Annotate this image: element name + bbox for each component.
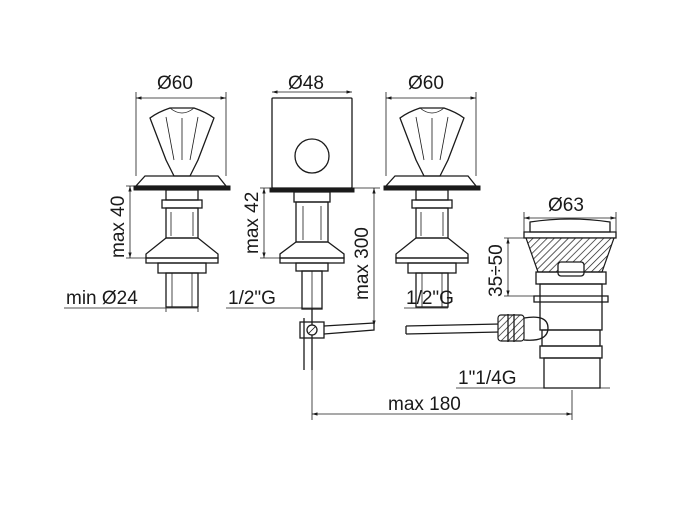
dim-right-diameter	[385, 92, 477, 176]
label-waste-thread: 1"1/4G	[458, 368, 517, 389]
right-cross-handle	[399, 107, 465, 177]
left-cross-handle	[149, 107, 215, 177]
label-waste-range: 35÷50	[486, 244, 507, 297]
label-waste-diameter: Ø63	[548, 195, 584, 216]
label-left-valve-height: max 40	[108, 196, 129, 258]
waste-cap	[523, 231, 617, 239]
label-right-thread: 1/2"G	[406, 288, 454, 309]
label-spout-height: max 42	[242, 192, 263, 254]
label-right-diameter: Ø60	[408, 73, 444, 94]
dim-left-diameter	[135, 92, 227, 176]
label-spout-thread: 1/2"G	[228, 288, 276, 309]
label-left-thread: min Ø24	[66, 288, 138, 309]
label-rod-length: max 300	[352, 227, 373, 300]
spout	[269, 97, 355, 310]
label-waste-distance: max 180	[388, 394, 461, 415]
dim-left-valve-height	[126, 185, 166, 259]
dim-rod-length	[354, 187, 380, 326]
dim-waste-distance	[311, 340, 573, 420]
dim-waste-range	[504, 237, 534, 297]
dim-waste-diameter	[523, 212, 617, 232]
spout-knob	[294, 138, 330, 174]
waste-assembly	[405, 218, 617, 389]
popup-rod	[299, 309, 375, 370]
dim-left-thread	[64, 307, 199, 312]
label-spout-diameter: Ø48	[288, 73, 324, 94]
label-left-diameter: Ø60	[157, 73, 193, 94]
right-valve	[383, 107, 481, 308]
dim-spout-height	[260, 187, 296, 259]
left-valve	[133, 107, 231, 308]
